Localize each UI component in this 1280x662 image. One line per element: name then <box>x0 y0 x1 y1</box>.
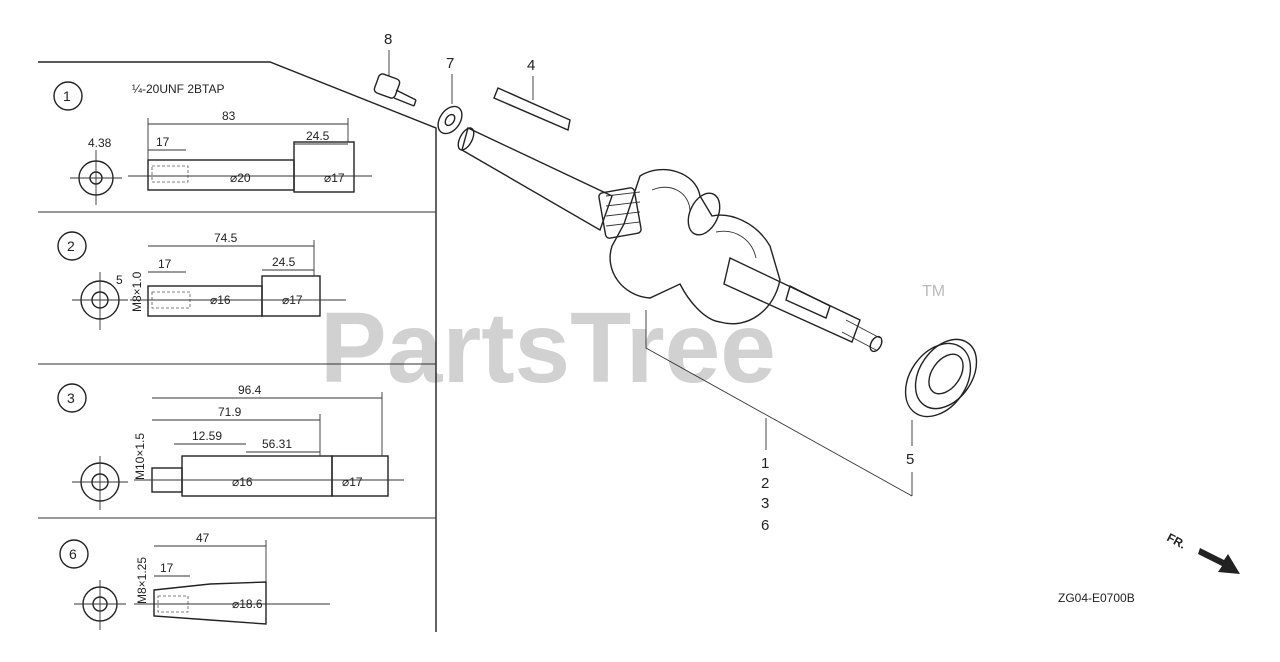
variant-6-dim-overall: 47 <box>196 531 210 545</box>
variant-6-badge <box>59 539 89 569</box>
crankshaft <box>457 127 883 353</box>
callout-8: 8 <box>384 31 392 48</box>
part-8-bolt: 8 <box>373 31 417 107</box>
variant-3-dim-short: 12.59 <box>192 429 222 443</box>
variant-1-dim-key: 4.38 <box>88 136 112 150</box>
variant-2-dim-bore: 17 <box>158 257 172 271</box>
variant-3-dim-mid: 56.31 <box>262 437 292 451</box>
variant-2: 2 5 M8×1.0 74.5 17 24.5 ⌀16 ⌀17 <box>57 231 346 330</box>
watermark-text: PartsTree <box>320 292 776 404</box>
variant-2-dia-a: ⌀16 <box>210 293 231 307</box>
watermark-trademark: TM <box>922 283 945 300</box>
variant-2-dim-key: 5 <box>116 273 123 287</box>
variant-2-dim-overall: 74.5 <box>214 231 238 245</box>
part-4-key: 4 <box>493 57 571 131</box>
variant-3-dim-overall: 96.4 <box>238 383 262 397</box>
drawing-code: ZG04-E0700B <box>1058 591 1135 605</box>
variant-3-dia-b: ⌀17 <box>342 475 363 489</box>
variant-1-dim-journal: 24.5 <box>306 129 330 143</box>
callout-main-1: 1 <box>761 455 769 472</box>
variant-3-thread: M10×1.5 <box>133 433 147 480</box>
main-callout-leader: 1 2 3 6 <box>645 310 913 534</box>
variant-6: 6 M8×1.25 47 17 ⌀18.6 <box>59 531 330 630</box>
part-5-oil-seal: 5 <box>904 338 978 496</box>
variant-2-id: 2 <box>67 238 75 254</box>
callout-main-2: 2 <box>761 475 769 492</box>
variant-1: 1 ¼-20UNF 2BTAP 4.38 83 17 24.5 ⌀20 ⌀17 <box>53 81 372 205</box>
variant-1-shaft <box>147 159 295 191</box>
variant-panel-frame <box>38 61 437 632</box>
variant-1-dia-b: ⌀17 <box>324 171 345 185</box>
variant-2-badge <box>57 231 87 261</box>
callout-main-6: 6 <box>761 517 769 534</box>
variant-3-dia-a: ⌀16 <box>232 475 253 489</box>
callout-7: 7 <box>446 55 454 72</box>
variant-2-thread: M8×1.0 <box>130 271 144 312</box>
variant-3-id: 3 <box>67 390 75 406</box>
arrow-icon <box>1198 548 1240 574</box>
variant-6-dim-bore: 17 <box>160 561 174 575</box>
variant-1-id: 1 <box>63 88 71 104</box>
variant-1-dim-bore: 17 <box>156 135 170 149</box>
callout-main-3: 3 <box>761 495 769 512</box>
variant-1-thread: ¼-20UNF 2BTAP <box>132 82 224 96</box>
variant-3: 3 M10×1.5 96.4 71.9 12.59 56.31 ⌀16 ⌀17 <box>57 383 404 510</box>
direction-label: FR. <box>1165 530 1189 551</box>
variant-1-dia-a: ⌀20 <box>230 171 251 185</box>
variant-2-dim-journal: 24.5 <box>272 255 296 269</box>
callout-5: 5 <box>906 451 914 468</box>
variant-1-badge <box>53 81 83 111</box>
variant-6-thread: M8×1.25 <box>135 557 149 604</box>
callout-4: 4 <box>527 57 535 74</box>
variant-6-dia-a: ⌀18.6 <box>232 597 263 611</box>
variant-2-shaft <box>147 285 263 317</box>
variant-1-dim-overall: 83 <box>222 109 236 123</box>
variant-2-dia-b: ⌀17 <box>282 293 303 307</box>
variant-6-shaft <box>153 581 267 625</box>
variant-3-badge <box>57 383 87 413</box>
variant-3-dim-inner: 71.9 <box>218 405 242 419</box>
part-7-washer: 7 <box>437 55 463 135</box>
front-direction-indicator: FR. <box>1165 530 1240 574</box>
variant-6-id: 6 <box>69 546 77 562</box>
